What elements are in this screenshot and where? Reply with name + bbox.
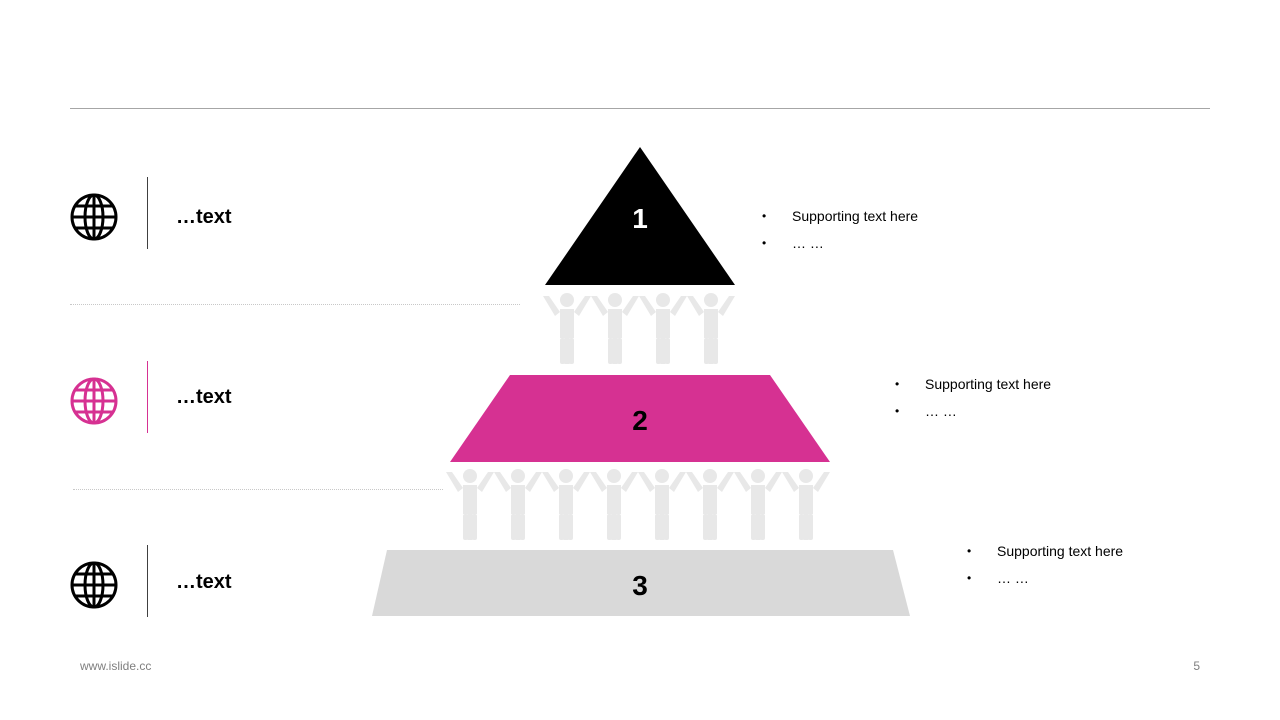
bullet-item: Supporting text here (895, 377, 1051, 391)
tier-2-trapezoid (450, 375, 830, 462)
person-figure (494, 469, 542, 540)
bullet-item: Supporting text here (967, 544, 1123, 558)
row-separator-2 (73, 489, 443, 490)
row1-label: …text (176, 206, 232, 228)
page-number: 5 (1193, 659, 1200, 673)
row1-globe-icon (69, 192, 119, 242)
person-figure (638, 469, 686, 540)
row2-label: …text (176, 386, 232, 408)
person-figure (591, 293, 639, 364)
person-figure (734, 469, 782, 540)
person-figure (639, 293, 687, 364)
row3-divider (147, 545, 148, 617)
person-figure (446, 469, 494, 540)
tier-3-number: 3 (632, 570, 648, 601)
tier-3-bullets: Supporting text here … … (967, 544, 1123, 598)
row3-globe-icon (69, 560, 119, 610)
person-figure (590, 469, 638, 540)
bullet-item: … … (762, 236, 918, 250)
people-row-bottom (446, 469, 830, 540)
tier-1-triangle (545, 147, 735, 285)
people-row-top (543, 293, 735, 364)
row2-divider (147, 361, 148, 433)
person-figure (542, 469, 590, 540)
tier-1-bullets: Supporting text here … … (762, 209, 918, 263)
person-figure (543, 293, 591, 364)
tier-2-bullets: Supporting text here … … (895, 377, 1051, 431)
row2-globe-icon (69, 376, 119, 426)
person-figure (782, 469, 830, 540)
row1-divider (147, 177, 148, 249)
footer-url[interactable]: www.islide.cc (80, 659, 152, 673)
row-separator-1 (70, 304, 520, 305)
bullet-item: … … (967, 571, 1123, 585)
person-figure (687, 293, 735, 364)
top-divider (70, 108, 1210, 109)
person-figure (686, 469, 734, 540)
tier-1-number: 1 (632, 203, 648, 234)
tier-3-trapezoid (372, 550, 910, 616)
bullet-item: … … (895, 404, 1051, 418)
tier-2-number: 2 (632, 405, 648, 436)
row3-label: …text (176, 571, 232, 593)
bullet-item: Supporting text here (762, 209, 918, 223)
